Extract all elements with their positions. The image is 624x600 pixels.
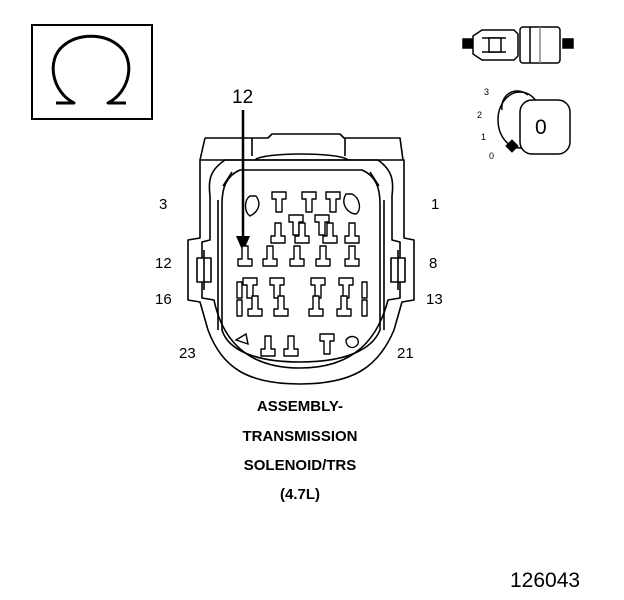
pin-callout-label: 12	[232, 87, 254, 108]
knob-position-3: 3	[484, 87, 490, 97]
terminal-cavity	[301, 191, 317, 213]
figure-number: 126043	[510, 569, 581, 592]
terminal-cavity	[310, 277, 326, 299]
terminal-cavity	[247, 295, 263, 317]
terminal-cavity	[314, 214, 330, 236]
terminal-cavity	[283, 335, 299, 357]
terminal-cavities	[236, 191, 368, 357]
pin-label-23: 23	[179, 345, 196, 362]
terminal-cavity	[315, 245, 331, 267]
pin-label-8: 8	[429, 255, 438, 272]
terminal-cavity	[294, 222, 310, 244]
terminal-slot	[361, 299, 368, 317]
keying-features	[234, 193, 361, 349]
terminal-cavity	[322, 222, 338, 244]
connector-plug-icon	[462, 26, 574, 64]
terminal-cavity	[269, 277, 285, 299]
pin-label-13: 13	[426, 291, 443, 308]
knob-position-2: 2	[477, 110, 483, 120]
terminal-cavity	[338, 277, 354, 299]
terminal-slot	[236, 299, 243, 317]
terminal-cavity	[273, 295, 289, 317]
pin-label-1: 1	[431, 196, 440, 213]
terminal-cavity	[270, 222, 286, 244]
terminal-cavity	[319, 333, 335, 355]
ohm-symbol-icon	[31, 24, 153, 120]
terminal-cavity	[262, 245, 278, 267]
connector-housing	[187, 133, 415, 385]
pin-label-3: 3	[159, 196, 168, 213]
terminal-cavity	[325, 191, 341, 213]
ignition-key-icon	[497, 90, 571, 155]
pin-label-12: 12	[155, 255, 172, 272]
terminal-slot	[236, 281, 243, 299]
knob-position-1: 1	[481, 132, 487, 142]
title-line-2: TRANSMISSION	[242, 428, 358, 445]
terminal-cavity	[308, 295, 324, 317]
title-line-1: ASSEMBLY-	[256, 398, 344, 415]
title-line-4: (4.7L)	[279, 486, 320, 503]
title-line-3: SOLENOID/TRS	[243, 457, 357, 474]
terminal-cavity	[260, 335, 276, 357]
terminal-cavity	[344, 245, 360, 267]
knob-value: 0	[535, 116, 547, 139]
terminal-slot	[361, 281, 368, 299]
pin-label-16: 16	[155, 291, 172, 308]
knob-position-0: 0	[489, 151, 495, 161]
pin-label-21: 21	[397, 345, 414, 362]
terminal-cavity	[271, 191, 287, 213]
callout-arrow	[236, 110, 250, 252]
terminal-cavity	[344, 222, 360, 244]
terminal-cavity	[336, 295, 352, 317]
terminal-cavity	[237, 245, 253, 267]
terminal-cavity	[289, 245, 305, 267]
terminal-cavity	[242, 277, 258, 299]
